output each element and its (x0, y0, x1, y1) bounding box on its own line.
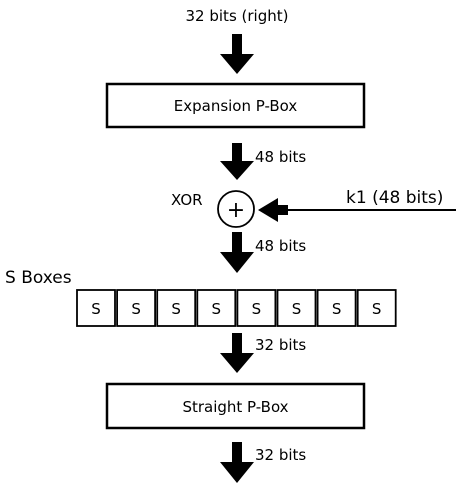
key-label: k1 (48 bits) (346, 188, 443, 208)
sbox-6: S (276, 289, 317, 327)
sbox-label: S (292, 300, 302, 318)
straight-p-box: Straight P-Box (105, 382, 366, 430)
sbox-label: S (131, 300, 141, 318)
sbox-label: S (332, 300, 342, 318)
sbox-3: S (156, 289, 197, 327)
xor-label: XOR (171, 191, 203, 209)
output-bits-label: 32 bits (255, 446, 306, 464)
sbox-4: S (196, 289, 237, 327)
expansion-p-box-label: Expansion P-Box (174, 97, 298, 115)
xor-symbol: + (227, 198, 245, 223)
sbox-label: S (212, 300, 222, 318)
sbox-7: S (316, 289, 357, 327)
sbox-label: S (171, 300, 181, 318)
sboxes-label: S Boxes (5, 268, 72, 288)
arrow-sboxes-down (220, 333, 254, 373)
sbox-label: S (91, 300, 101, 318)
xor-output-bits-label: 48 bits (255, 237, 306, 255)
input-label: 32 bits (right) (186, 7, 289, 25)
arrow-input-down (220, 34, 254, 74)
sbox-5: S (236, 289, 277, 327)
straight-p-box-label: Straight P-Box (182, 398, 288, 416)
sbox-label: S (372, 300, 382, 318)
sbox-1: S (76, 289, 116, 327)
arrow-key-left (258, 198, 456, 222)
arrow-output-down (220, 442, 254, 483)
sbox-8: S (356, 289, 397, 327)
sbox-2: S (116, 289, 156, 327)
expansion-output-bits-label: 48 bits (255, 148, 306, 166)
expansion-p-box: Expansion P-Box (105, 82, 366, 129)
arrow-xor-down (220, 232, 254, 273)
arrow-expansion-down (220, 143, 254, 180)
sbox-label: S (252, 300, 262, 318)
sboxes-output-bits-label: 32 bits (255, 336, 306, 354)
xor-circle: + (217, 190, 255, 228)
